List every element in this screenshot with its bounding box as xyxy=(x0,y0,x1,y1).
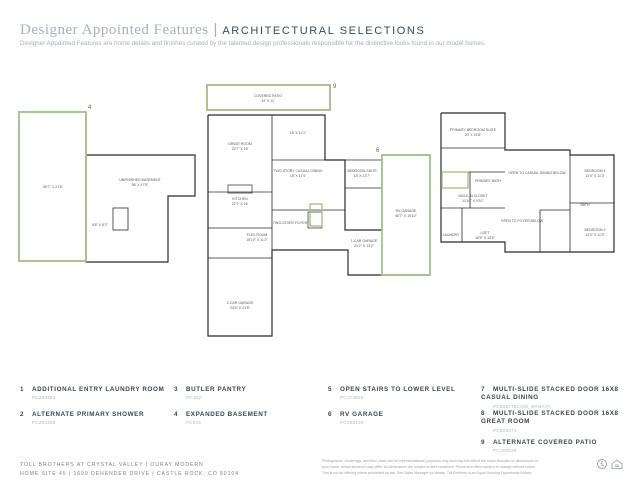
option-7-code: PC505779COM_WH4ATA xyxy=(493,404,551,409)
label-loft: LOFT xyxy=(481,231,491,235)
label-bedroom-3-size: 14'3" X 11'3" xyxy=(585,233,605,237)
label-open-foyer: OPEN TO FOYER BELOW xyxy=(501,219,544,223)
header-separator: | xyxy=(213,21,218,38)
basement-highlight xyxy=(18,111,87,262)
option-4-code: PC045 xyxy=(186,420,202,425)
basement-unfinished xyxy=(85,154,196,263)
label-great-room-size: 22'7" X 18' xyxy=(232,147,249,151)
label-2car-garage: 2-CAR GARAGE xyxy=(227,301,254,305)
label-basement-small: 9'6" X 8'2" xyxy=(92,223,109,227)
label-rv-garage-size: 46'7" X 15'10" xyxy=(395,214,417,218)
option-3-code: PC162 xyxy=(186,395,202,400)
option-9-code: PC185539 xyxy=(493,448,517,453)
label-great-room: GREAT ROOM xyxy=(228,142,252,146)
footer-address: HOME SITE 45 | 1699 DEHENDER DRIVE | CAS… xyxy=(20,471,239,477)
upper-floor-outline xyxy=(440,112,615,253)
rv-garage-highlight xyxy=(381,154,431,276)
label-flex-room: FLEX ROOM xyxy=(247,233,268,237)
label-primary-suite: PRIMARY BEDROOM SUITE xyxy=(450,128,497,132)
label-loft-size: 16'9" X 15'5" xyxy=(475,236,496,240)
option-2-code: PC283285 xyxy=(32,420,56,425)
label-casual-dining: TWO-STORY CASUAL DINING xyxy=(273,169,323,173)
label-unfinished-basement: UNFINISHED BASEMENT xyxy=(119,178,161,182)
label-foyer: TWO-STORY FOYER xyxy=(273,221,308,225)
label-patio-size: 42' X 11' xyxy=(261,99,274,103)
marker-6: 6 xyxy=(376,148,380,154)
label-primary-suite-size: 20' X 15'8" xyxy=(465,133,482,137)
footer-community: TOLL BROTHERS AT CRYSTAL VALLEY | OURAY … xyxy=(20,462,204,468)
footer-disclaimer-1: Photographs, renderings, and floor plans… xyxy=(322,459,538,463)
label-bath: BATH xyxy=(580,203,590,207)
label-2car-garage-size: 24'6" X 21'5" xyxy=(230,306,251,310)
label-1car-garage-size: 23'2" X 13'2" xyxy=(354,244,375,248)
header-subtitle: ARCHITECTURAL SELECTIONS xyxy=(222,25,426,37)
label-rv-garage: RV GARAGE xyxy=(396,209,417,213)
label-casual-dining-size: 18' X 11'4" xyxy=(290,174,307,178)
label-bedroom-suite-size: 15' X 13'7" xyxy=(354,174,371,178)
label-bedroom-suite: BEDROOM SUITE xyxy=(347,169,377,173)
header-title: Designer Appointed Features xyxy=(20,22,209,38)
marker-9: 9 xyxy=(333,84,337,90)
header-description: Designer Appointed Features are home det… xyxy=(20,40,486,47)
label-dining: 15' X 11'1" xyxy=(290,131,307,135)
label-bedroom-3: BEDROOM 3 xyxy=(584,228,605,232)
label-flex-room-size: 15'10" X 11'2" xyxy=(246,238,268,242)
option-1-code: PC283461 xyxy=(32,395,56,400)
option-5-code: PC174825 xyxy=(340,395,364,400)
label-bedroom-4-size: 13'4" X 11'3" xyxy=(585,174,605,178)
label-bedroom-4: BEDROOM 4 xyxy=(584,169,605,173)
option-8-code: PC506071 xyxy=(493,428,517,433)
page-header: Designer Appointed Features| ARCHITECTURA… xyxy=(20,21,425,39)
label-laundry: LAUNDRY xyxy=(443,233,460,237)
handicap-icon xyxy=(597,459,607,469)
label-primary-bath: PRIMARY BATH xyxy=(475,179,501,183)
label-1car-garage: 1-CAR GARAGE xyxy=(351,239,378,243)
label-basement-size: 56' X 17'5" xyxy=(132,183,149,187)
option-6-code: PC268130 xyxy=(340,420,364,425)
label-walk-in-closet-size: 11'10" X 9'10" xyxy=(462,199,484,203)
label-open-casual: OPEN TO CASUAL DINING BELOW xyxy=(508,171,566,175)
equal-housing-icon xyxy=(611,459,623,469)
patio-highlight xyxy=(206,84,331,111)
label-kitchen: KITCHEN xyxy=(232,197,248,201)
footer-disclaimer-3: This is not an offering where prohibited… xyxy=(322,471,533,475)
label-kitchen-size: 22'7" X 16' xyxy=(232,202,249,206)
label-walk-in-closet: WALK-IN CLOSET xyxy=(458,194,488,198)
label-covered-patio: COVERED PATIO xyxy=(254,94,283,98)
footer-disclaimer-2: your home, actual structure may differ. … xyxy=(322,465,536,469)
marker-4: 4 xyxy=(88,105,92,111)
label-basement-room: 60'7" X 21'6" xyxy=(43,185,64,189)
